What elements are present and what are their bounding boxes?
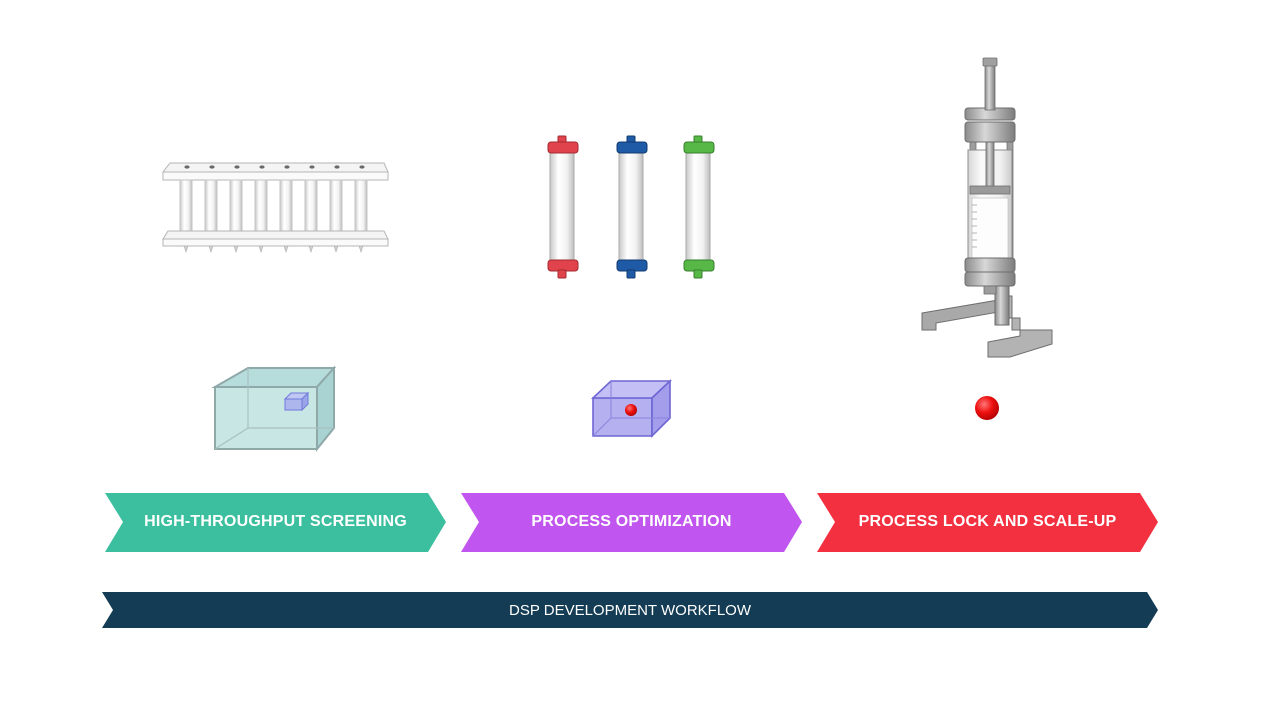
cube-with-dot-icon (590, 379, 673, 438)
stage-label-1: HIGH-THROUGHPUT SCREENING (144, 513, 407, 530)
chevron-stage-2 (461, 493, 802, 552)
column-red (547, 135, 579, 279)
chevron-stage-1 (105, 493, 446, 552)
red-dot-icon (975, 396, 999, 420)
filter-plate-icon (161, 162, 389, 253)
stage-label-2: PROCESS OPTIMIZATION (531, 513, 732, 530)
chevron-stage-3 (817, 493, 1158, 552)
process-column-icon (921, 57, 1053, 358)
column-blue (616, 135, 648, 279)
small-columns-icon (547, 135, 715, 279)
column-green (683, 135, 715, 279)
small-cube-icon (283, 391, 310, 412)
stage-label-3: PROCESS LOCK AND SCALE-UP (858, 513, 1117, 530)
workflow-bar (102, 592, 1158, 628)
small-red-dot-icon (625, 404, 637, 416)
large-cube-with-small-cube-icon (211, 365, 337, 452)
workflow-label: DSP DEVELOPMENT WORKFLOW (509, 601, 751, 619)
